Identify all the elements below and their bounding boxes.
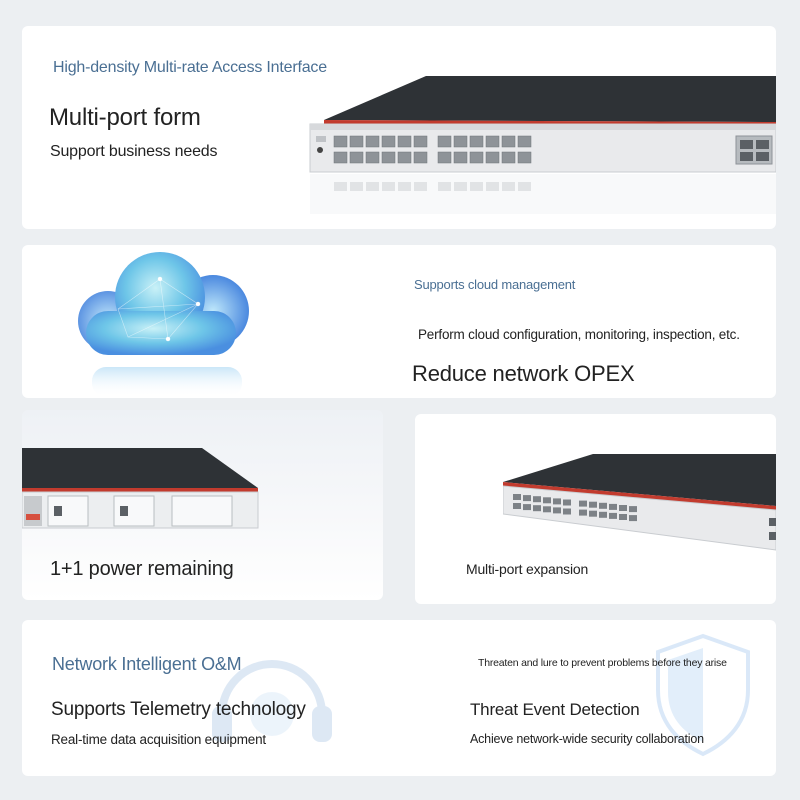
threat-detection-subtitle: Achieve network-wide security collaborat… [470,732,704,746]
card-intelligent-om: Network Intelligent O&M Supports Telemet… [22,620,776,776]
port-icon [469,151,484,164]
port-icon [454,182,467,191]
port-icon [502,182,515,191]
port-icon [485,151,500,164]
port-icon [517,151,532,164]
port-icon [589,501,597,508]
port-icon [523,504,531,511]
port-icon [563,508,571,515]
port-icon [453,151,468,164]
port-icon [469,135,484,148]
switch-rear-image [22,448,259,529]
port-icon [414,182,427,191]
telemetry-subtitle: Real-time data acquisition equipment [51,732,266,747]
card-multi-port-expansion: Multi-port expansion [415,414,776,604]
headset-icon [212,660,332,742]
port-icon [501,135,516,148]
port-icon [365,151,380,164]
port-icon [382,182,395,191]
port-icon [513,494,521,500]
port-icon [619,514,627,520]
reduce-opex-title: Reduce network OPEX [412,361,635,386]
port-icon [485,135,500,148]
port-icon [381,151,396,164]
card-cloud-management: Supports cloud management Perform cloud … [22,245,776,398]
port-icon [453,135,468,148]
port-icon [523,495,531,502]
port-icon [518,182,531,191]
port-icon [501,151,516,164]
port-icon [486,182,499,191]
port-icon [579,500,587,507]
port-icon [413,135,428,148]
port-icon [629,515,637,522]
port-icon [333,151,348,164]
card-power-redundancy: 1+1 power remaining [22,410,383,600]
port-icon [599,502,607,509]
port-icon [437,135,452,148]
switch-front-image [309,76,776,214]
cloud-management-tagline: Supports cloud management [414,277,576,292]
cloud-icon [78,252,249,397]
port-icon [543,497,551,504]
port-icon [350,182,363,191]
port-icon [589,510,597,517]
expansion-title: Multi-port expansion [466,561,589,577]
port-icon [381,135,396,148]
threat-detection-title: Threat Event Detection [470,700,640,719]
port-icon [349,151,364,164]
port-icon [349,135,364,148]
port-icon [609,503,617,510]
port-icon [413,151,428,164]
port-icon [517,135,532,148]
om-tagline: Network Intelligent O&M [52,654,242,674]
port-icon [470,182,483,191]
port-icon [397,151,412,164]
power-redundancy-title: 1+1 power remaining [50,558,234,580]
access-interface-tagline: High-density Multi-rate Access Interface [53,59,327,76]
port-icon [398,182,411,191]
cloud-description: Perform cloud configuration, monitoring,… [418,327,740,342]
telemetry-title: Supports Telemetry technology [51,699,306,720]
port-icon [609,512,617,519]
port-icon [543,506,551,513]
card-multi-port-form: High-density Multi-rate Access Interface… [22,26,776,229]
shield-icon [656,633,750,757]
port-icon [563,499,571,506]
port-icon [437,151,452,164]
port-icon [533,496,541,503]
port-icon [397,135,412,148]
port-icon [579,509,587,516]
port-icon [599,511,607,518]
port-icon [533,505,541,512]
port-icon [629,506,637,513]
port-icon [334,182,347,191]
port-icon [553,507,561,514]
multi-port-form-title: Multi-port form [49,104,201,131]
port-icon [366,182,379,191]
port-icon [619,505,627,511]
port-icon [365,135,380,148]
port-icon [438,182,451,191]
port-icon [513,503,521,509]
port-icon [333,135,348,148]
port-icon [553,498,561,505]
business-needs-subtitle: Support business needs [50,143,218,160]
threat-tagline: Threaten and lure to prevent problems be… [478,657,727,669]
switch-angled-image [503,454,776,551]
